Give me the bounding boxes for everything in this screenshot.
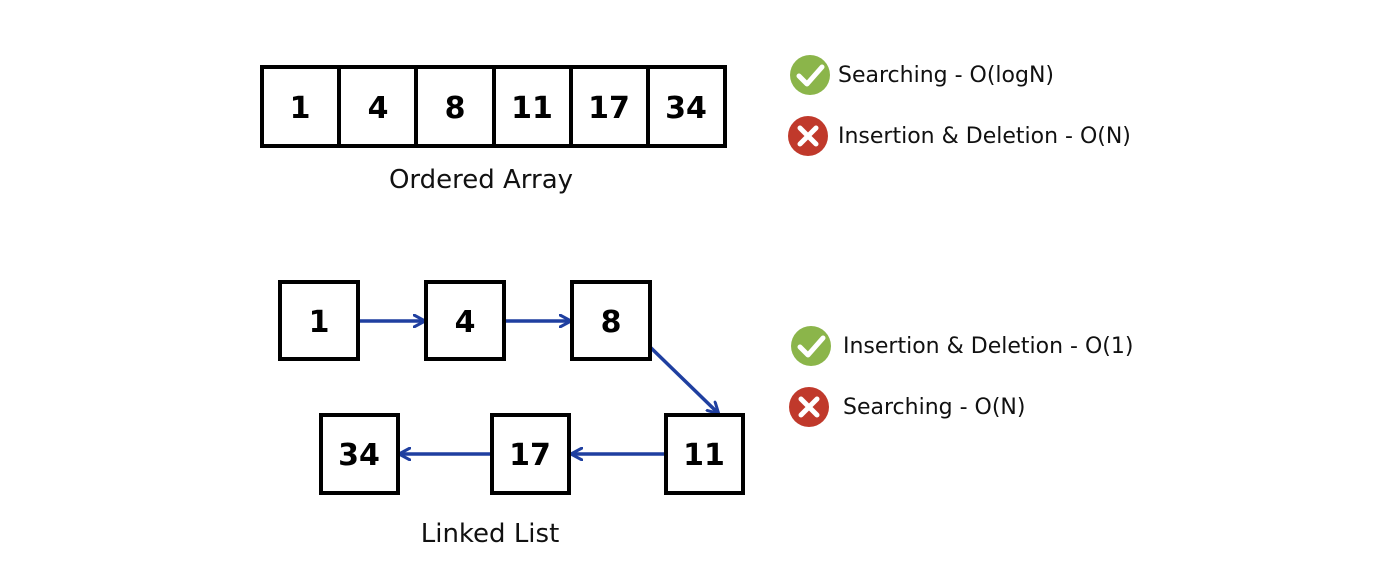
array-cell-value: 8 — [445, 91, 466, 126]
node-value: 4 — [455, 305, 476, 340]
list-node: 17 — [490, 413, 571, 495]
linked-list: 1 4 8 11 17 34 Linked List — [278, 280, 745, 549]
list-node: 34 — [319, 413, 400, 495]
node-value: 1 — [309, 305, 330, 340]
array-cell-value: 34 — [665, 91, 707, 126]
array-cell-value: 4 — [368, 91, 389, 126]
node-box — [570, 280, 652, 361]
node-box — [278, 280, 360, 361]
list-node: 1 — [278, 280, 360, 361]
feature-label: Insertion & Deletion - O(1) — [843, 334, 1133, 359]
linked-list-features: Insertion & Deletion - O(1) Searching - … — [789, 326, 1133, 427]
node-value: 34 — [338, 438, 380, 473]
linked-list-arrows — [358, 321, 718, 454]
array-cell-value: 1 — [290, 91, 311, 126]
list-node: 8 — [570, 280, 652, 361]
node-value: 17 — [509, 438, 551, 473]
ordered-array: 1 4 8 11 17 34 Ordered Array — [260, 65, 727, 195]
node-box — [424, 280, 506, 361]
check-icon-mark — [797, 335, 826, 358]
list-node: 11 — [664, 413, 745, 495]
linked-list-caption: Linked List — [421, 519, 560, 549]
array-cell-value: 17 — [588, 91, 630, 126]
cross-icon-mark — [797, 125, 819, 147]
feature-label: Searching - O(N) — [843, 395, 1025, 420]
check-icon-mark — [796, 64, 825, 87]
node-box — [319, 413, 400, 495]
ordered-array-features: Searching - O(logN) Insertion & Deletion… — [788, 55, 1131, 156]
node-box — [490, 413, 571, 495]
node-box — [664, 413, 745, 495]
node-value: 8 — [601, 305, 622, 340]
check-icon — [791, 326, 831, 366]
pass-feature: Insertion & Deletion - O(1) — [791, 326, 1133, 366]
feature-label: Searching - O(logN) — [838, 63, 1054, 88]
fail-feature: Insertion & Deletion - O(N) — [788, 116, 1131, 156]
check-icon — [790, 55, 830, 95]
array-cell-value: 11 — [511, 91, 553, 126]
fail-feature: Searching - O(N) — [789, 387, 1025, 427]
node-value: 11 — [683, 438, 725, 473]
pass-feature: Searching - O(logN) — [790, 55, 1054, 95]
ordered-array-caption: Ordered Array — [389, 165, 573, 195]
list-node: 4 — [424, 280, 506, 361]
link-arrow — [646, 343, 718, 413]
feature-label: Insertion & Deletion - O(N) — [838, 124, 1131, 149]
cross-icon-mark — [798, 396, 820, 418]
